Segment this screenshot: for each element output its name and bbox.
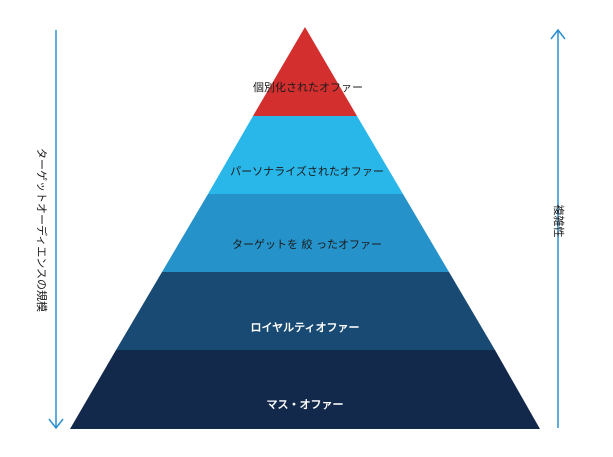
tier-loyalty: [116, 272, 495, 350]
complexity-label: 複雑性: [552, 204, 565, 238]
complexity-arrow: [550, 28, 566, 428]
tier-individualized: [253, 27, 357, 116]
audience-size-label: ターゲットオーディエンスの規模: [35, 147, 48, 312]
tier-targeted: [162, 194, 449, 272]
tier-personalized: [208, 116, 403, 194]
tier-personalized-label: パーソナライズされたオファー: [230, 164, 384, 178]
tier-mass: [70, 350, 540, 429]
audience-size-arrow: [48, 30, 64, 430]
tier-mass-label: マス・オファー: [267, 398, 344, 411]
tier-loyalty-label: ロイヤルティオファー: [250, 321, 359, 334]
tier-individualized-label: 個別化されたオファー: [253, 80, 363, 94]
tier-targeted-label: ターゲットを 絞 ったオファー: [232, 237, 382, 251]
